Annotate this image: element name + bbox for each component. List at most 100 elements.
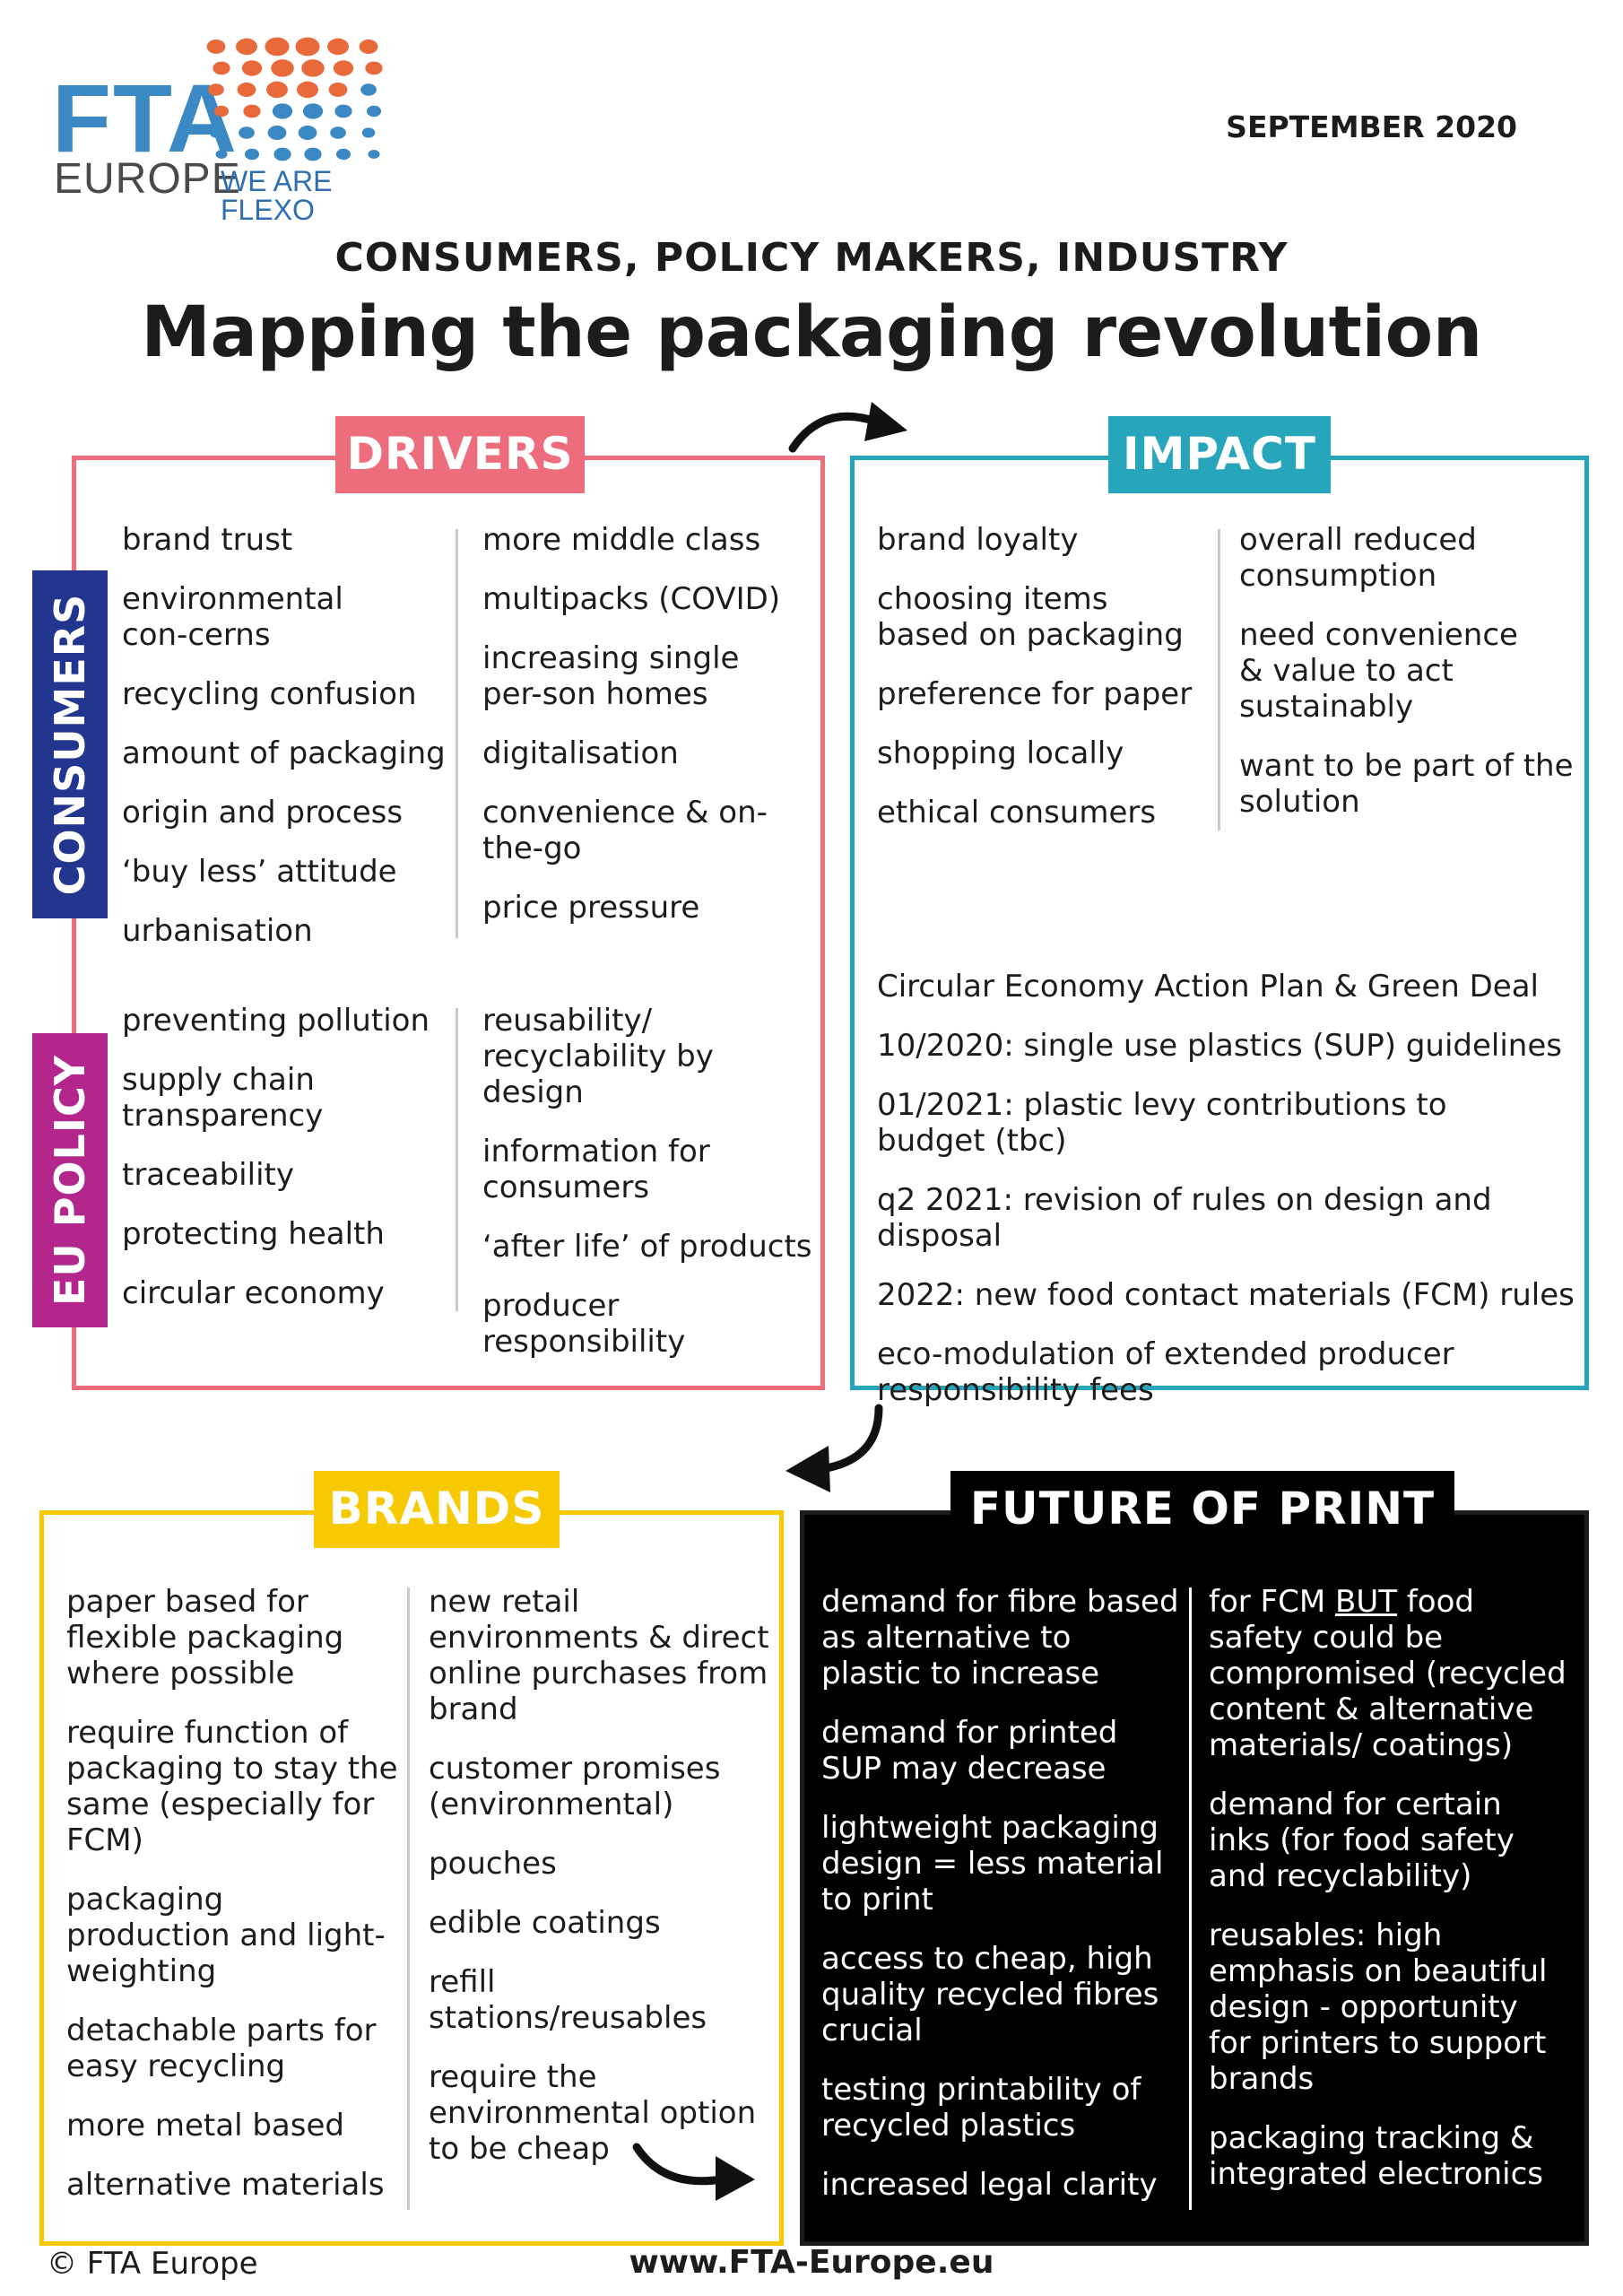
list-item: need convenience & value to act sustaina… [1239,617,1518,725]
fcm-text-rest: food safety could be compromised (recycl… [1209,1584,1567,1763]
list-item: edible coatings [429,1905,661,1941]
future-of-print-panel [800,1510,1589,2246]
list-item: access to cheap, high quality recycled f… [821,1941,1159,2048]
column-divider [1218,529,1220,831]
column-divider [1189,1587,1192,2210]
logo-dot [206,39,226,54]
list-item: brand trust [122,522,293,558]
list-item: origin and process [122,795,404,831]
website-link[interactable]: www.FTA-Europe.eu [629,2244,994,2281]
impact-list-2: overall reduced consumption need conveni… [1239,522,1580,843]
list-item: ‘buy less’ attitude [122,854,397,890]
drivers-policy-list-1: preventing pollution supply chain transp… [122,1003,454,1335]
logo-dot [359,39,378,54]
list-item: for FCM BUT food safety could be comprom… [1209,1584,1567,1763]
list-item: circular economy [122,1275,385,1311]
copyright-text: © FTA Europe [47,2246,258,2282]
list-item: alternative materials [66,2167,385,2203]
logo-dot [328,83,348,97]
list-item: require function of packaging to stay th… [66,1715,398,1858]
list-item: price pressure [482,890,700,926]
logo-dots-icon [206,37,383,161]
logo-dot [272,103,293,119]
logo-fta-text: FTA [52,64,239,172]
list-item: reusability/ recyclability by design [482,1003,714,1110]
list-item: shopping locally [877,735,1124,771]
logo-europe-text: EUROPE [54,155,241,203]
logo-dot [208,83,224,96]
future-list-1: demand for fibre based as alternative to… [821,1584,1180,2226]
drivers-consumers-list-1: brand trust environmental con-cerns recy… [122,522,454,972]
list-item: more metal based [66,2108,344,2144]
logo-dot [302,103,324,119]
list-item: multipacks (COVID) [482,581,781,617]
list-item: paper based for flexible packaging where… [66,1584,344,1692]
list-item: preventing pollution [122,1003,430,1039]
logo-dot [243,104,261,118]
impact-list-1: brand loyalty choosing items based on pa… [877,522,1207,854]
list-item: more middle class [482,522,761,558]
logo-dot [215,150,228,159]
list-item: demand for fibre based as alternative to… [821,1584,1179,1692]
logo-dot [267,126,287,140]
consumers-side-label: CONSUMERS [32,570,108,918]
list-item: eco-modulation of extended producer resp… [877,1336,1454,1408]
logo-dot [360,83,377,96]
logo-dot [298,126,317,140]
list-item: packaging production and light-weighting [66,1882,386,1989]
logo-dot [295,37,320,57]
impact-policy-list: Circular Economy Action Plan & Green Dea… [877,969,1582,1431]
arrow-drivers-to-impact-icon [788,402,907,453]
list-item: recycling confusion [122,676,417,712]
logo-dot [366,105,382,117]
list-item: lightweight packaging design = less mate… [821,1810,1164,1918]
logo-dot [265,37,290,57]
list-item: overall reduced consumption [1239,522,1477,594]
logo-dot [209,127,223,138]
list-item: traceability [122,1157,294,1193]
list-item: supply chain transparency [122,1062,324,1134]
logo-dot [365,61,383,75]
logo-dot [237,83,256,97]
list-item: increased legal clarity [821,2167,1158,2203]
impact-heading: IMPACT [1108,416,1331,493]
consumers-label-text: CONSUMERS [46,593,94,896]
list-item: q2 2021: revision of rules on design and… [877,1182,1492,1254]
list-item: amount of packaging [122,735,446,771]
list-item: 01/2021: plastic levy contributions to b… [877,1087,1447,1159]
logo-dot [327,38,349,56]
page-title: Mapping the packaging revolution [141,292,1482,373]
logo-dot [333,60,354,76]
list-item: new retail environments & direct online … [429,1584,769,1727]
list-item: information for consumers [482,1134,710,1205]
logo-dot [361,127,376,138]
list-item: choosing items based on packaging [877,581,1184,653]
logo-dot [266,81,288,99]
logo-dot [330,126,346,139]
column-divider [456,1008,458,1311]
brands-heading: BRANDS [314,1471,560,1548]
list-item: demand for printed SUP may decrease [821,1715,1118,1787]
eu-policy-side-label: EU POLICY [32,1033,108,1327]
logo-dot [236,38,257,56]
list-item: digitalisation [482,735,679,771]
list-item: customer promises (environmental) [429,1751,721,1822]
drivers-policy-list-2: reusability/ recyclability by design inf… [482,1003,823,1383]
list-item: want to be part of the solution [1239,748,1574,820]
logo-dot [213,61,230,75]
list-item: pouches [429,1846,557,1882]
list-item: ‘after life’ of products [482,1229,812,1265]
list-item: protecting health [122,1216,385,1252]
future-list-2: for FCM BUT food safety could be comprom… [1209,1584,1576,2215]
list-item: detachable parts for easy recycling [66,2013,377,2084]
logo-dot [297,81,318,99]
logo-dot [304,147,322,161]
drivers-heading: DRIVERS [335,416,585,493]
eu-policy-label-text: EU POLICY [46,1054,94,1307]
list-item: increasing single per-son homes [482,640,740,712]
logo-dot [244,148,260,161]
list-item: Circular Economy Action Plan & Green Dea… [877,969,1540,1004]
but-underlined: BUT [1335,1584,1397,1620]
list-item: environmental con-cerns [122,581,343,653]
logo-dot [213,105,230,117]
